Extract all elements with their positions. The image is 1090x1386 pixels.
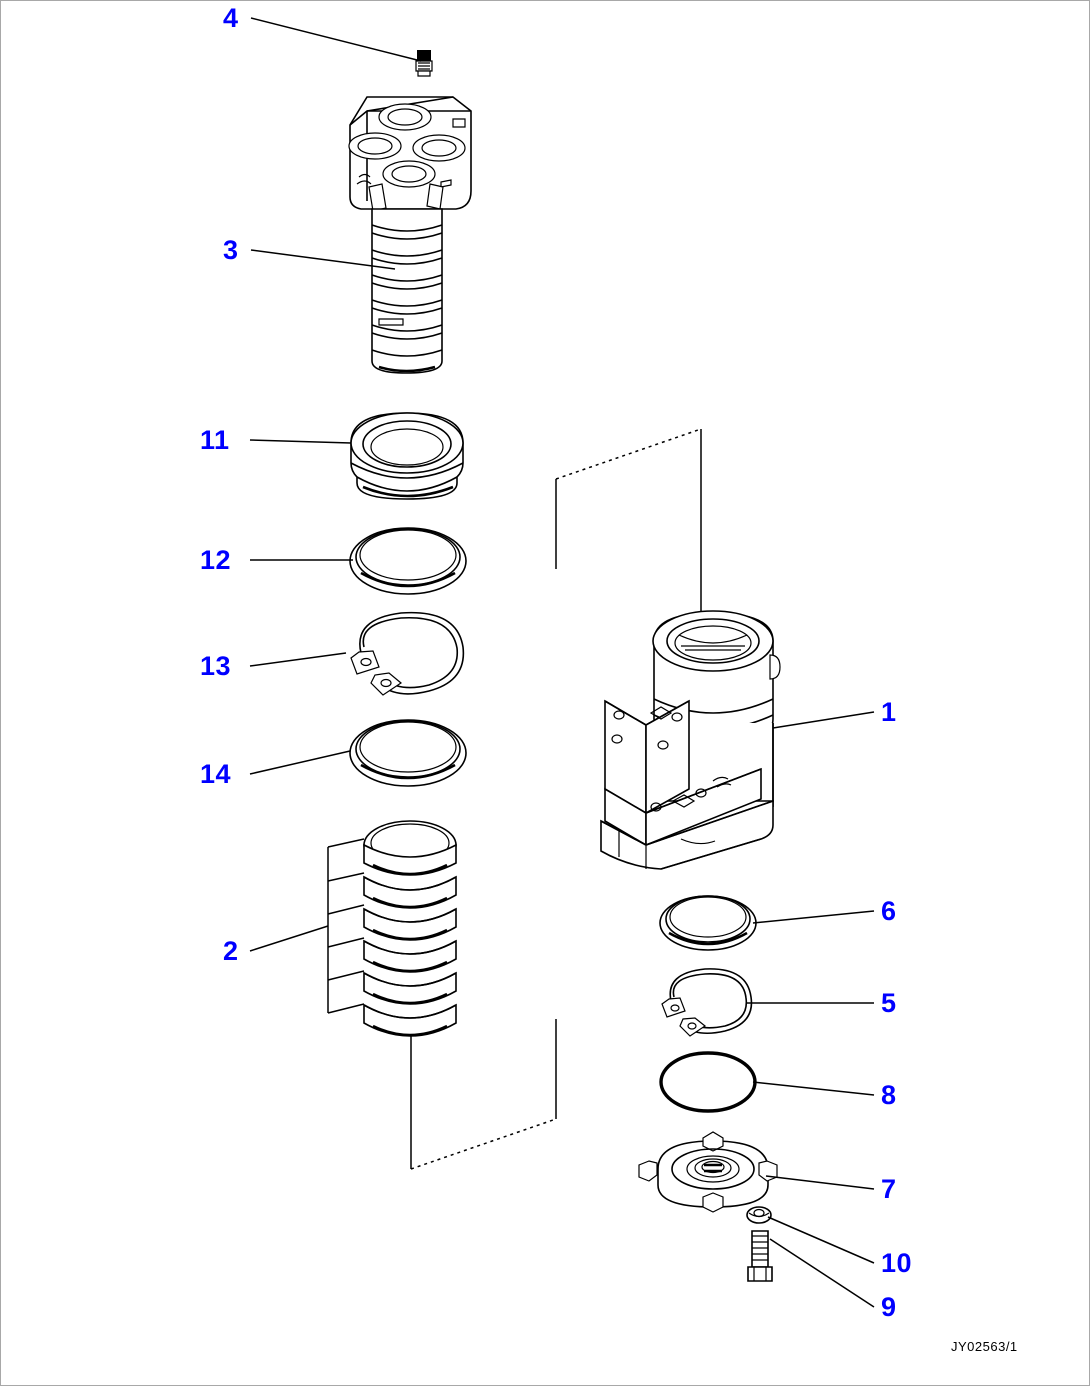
leader-2-tine-3: [327, 904, 365, 915]
leader-11: [249, 439, 352, 444]
leader-4: [250, 17, 422, 62]
callout-label-7[interactable]: 7: [881, 1174, 897, 1204]
part-5-snap-ring-graphic: [661, 968, 753, 1037]
part-2-seal-ring-set-graphic: [363, 820, 457, 1037]
leader-2: [249, 925, 329, 952]
part-8-o-ring-graphic: [659, 1051, 757, 1113]
part-4-plug-bolt-graphic: [415, 50, 433, 77]
part-11-cover-cap-graphic: [350, 412, 464, 500]
callout-label-3[interactable]: 3: [223, 235, 239, 265]
part-9-cover-bolt-graphic: [747, 1230, 773, 1282]
part-10-washer-graphic: [746, 1206, 772, 1224]
leader-2-tine-4: [327, 937, 365, 948]
callout-label-5[interactable]: 5: [881, 988, 897, 1018]
callout-label-6[interactable]: 6: [881, 896, 897, 926]
callout-label-4[interactable]: 4: [223, 3, 239, 33]
leader-7: [765, 1175, 875, 1190]
callout-label-13[interactable]: 13: [200, 651, 232, 681]
leader-2-tine-5: [327, 970, 365, 981]
leader-2-tine-6: [327, 1003, 365, 1014]
leader-3: [250, 249, 396, 270]
callout-label-14[interactable]: 14: [200, 759, 232, 789]
callout-label-11[interactable]: 11: [200, 425, 230, 455]
part-14-seal-ring-graphic: [349, 719, 467, 787]
leader-2-tine-1: [327, 838, 365, 848]
callout-label-2[interactable]: 2: [223, 936, 239, 966]
part-1-swivel-joint-body-graphic: [600, 610, 781, 870]
leader-6: [752, 910, 875, 924]
callout-label-12[interactable]: 12: [200, 545, 232, 575]
leader-13: [249, 652, 347, 667]
assembly-bracket-graphic: [410, 428, 702, 1170]
callout-label-10[interactable]: 10: [881, 1248, 913, 1278]
part-7-bottom-cover-plate-graphic: [638, 1131, 778, 1213]
drawing-code-label: JY02563/1: [951, 1339, 1018, 1354]
leader-10: [767, 1216, 875, 1264]
leader-1: [772, 711, 875, 729]
leader-8: [752, 1081, 875, 1096]
leader-14: [249, 750, 351, 775]
part-6-seal-ring-graphic: [659, 895, 757, 951]
callout-label-1[interactable]: 1: [881, 697, 897, 727]
callout-leader-lines: [249, 17, 875, 1308]
callout-label-8[interactable]: 8: [881, 1080, 897, 1110]
part-12-seal-ring-graphic: [349, 527, 467, 595]
part-3-rotary-joint-shaft-graphic: [348, 96, 472, 374]
callout-label-9[interactable]: 9: [881, 1292, 897, 1322]
part-13-snap-ring-graphic: [350, 611, 465, 696]
leader-9: [769, 1238, 875, 1308]
leader-2-tine-2: [327, 872, 365, 882]
